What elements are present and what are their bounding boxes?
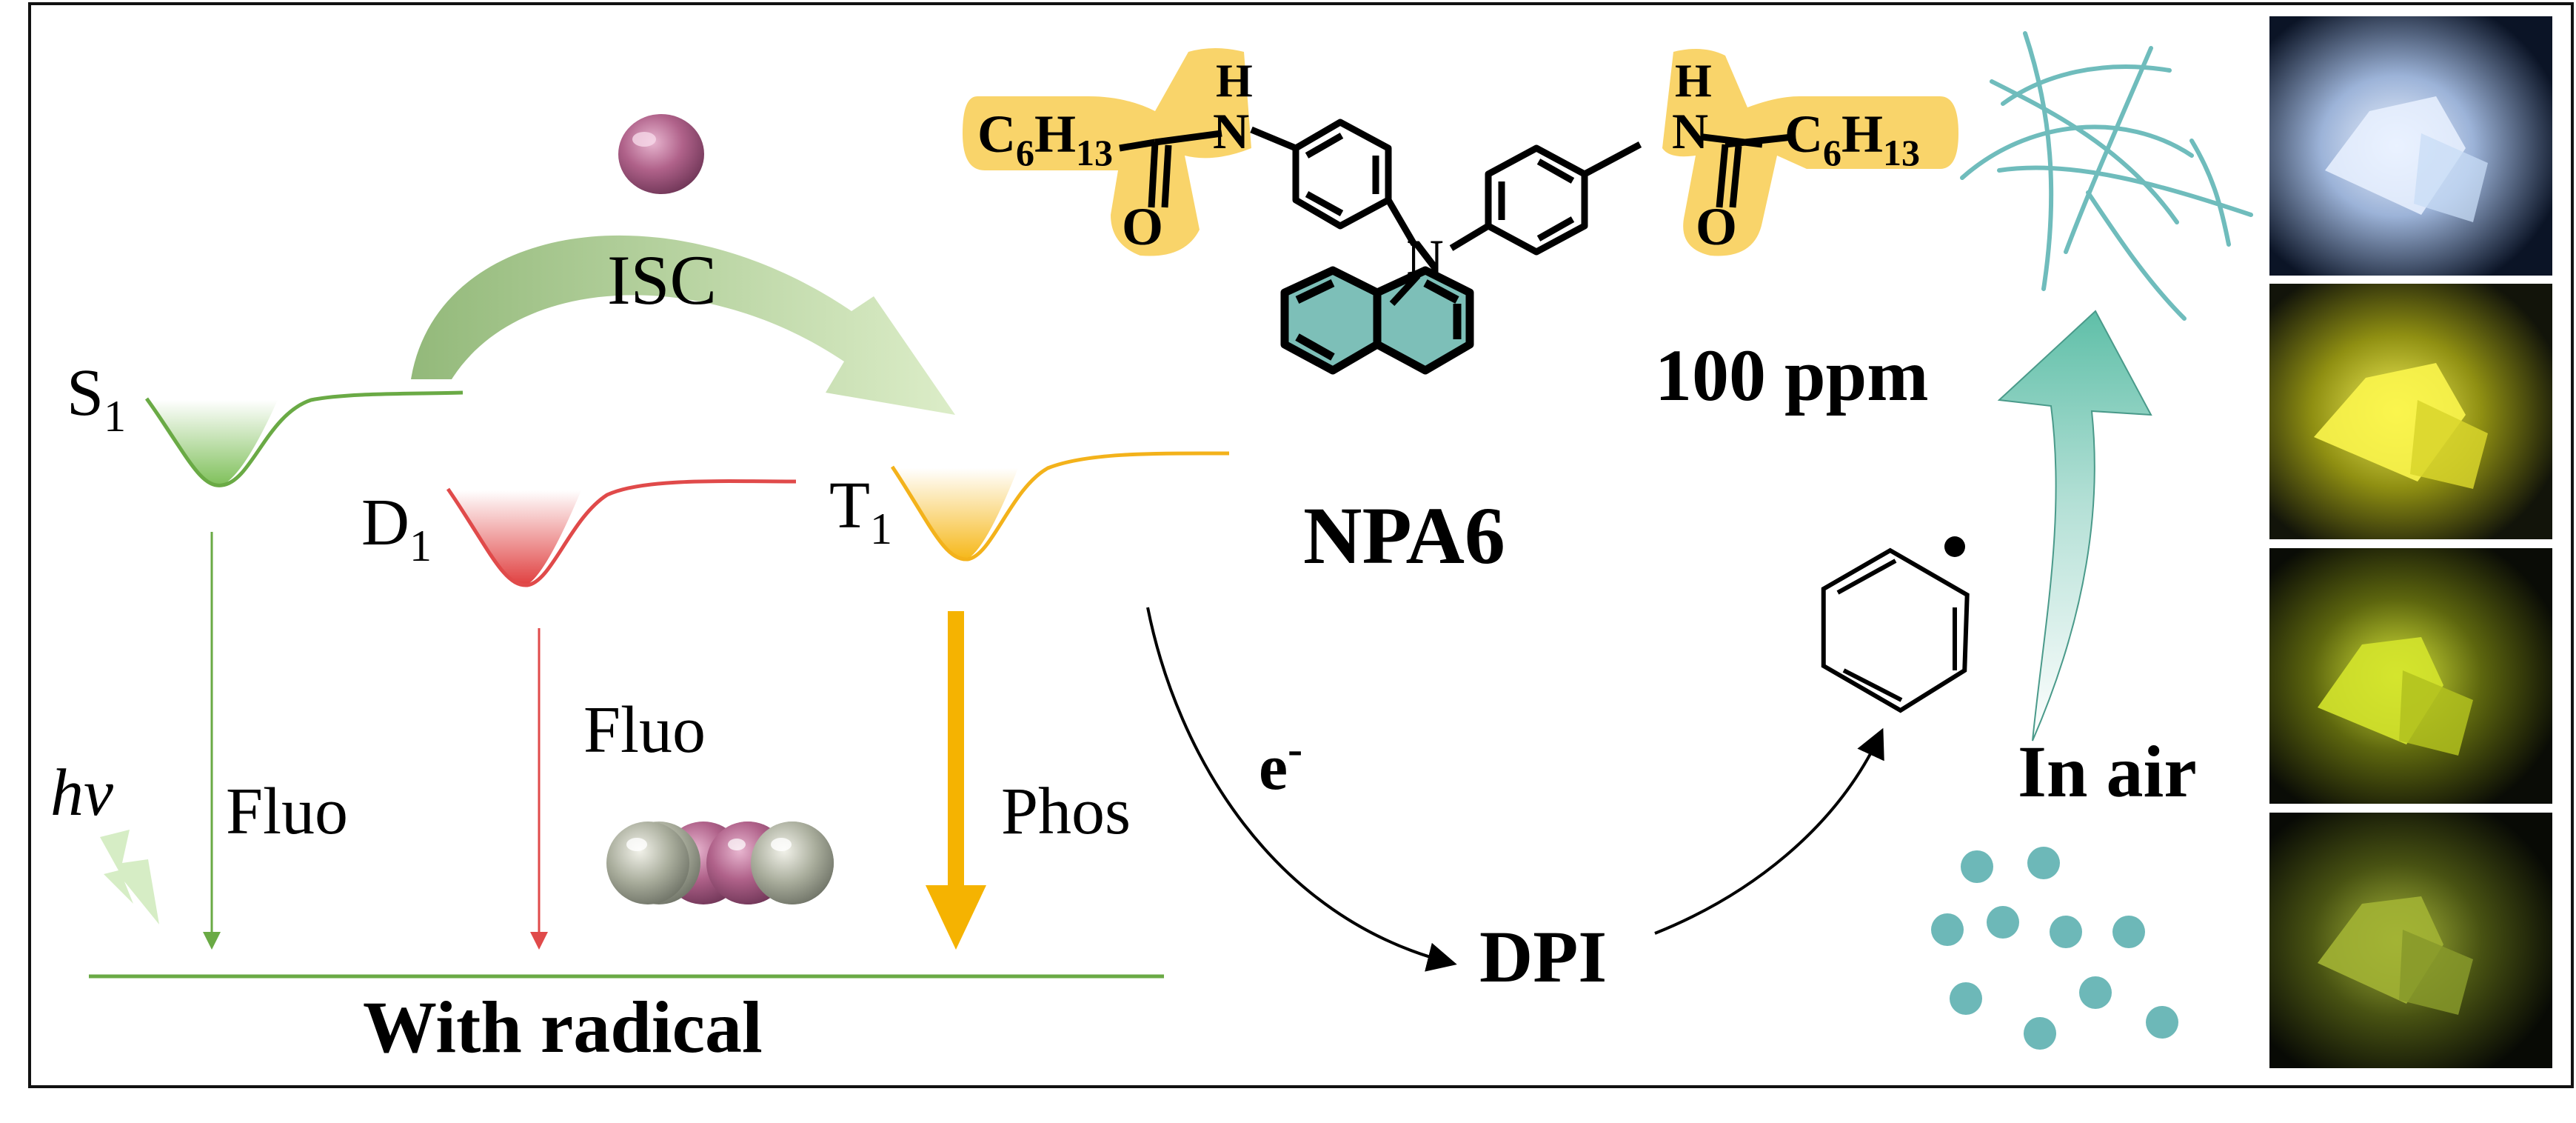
photo-panel-2 — [2269, 284, 2552, 539]
dpi-label: DPI — [1479, 916, 1607, 998]
atom-o-left: O — [1122, 197, 1163, 256]
s1-curve — [144, 390, 464, 487]
t1-curve — [890, 451, 1230, 562]
isc-label: ISC — [607, 241, 717, 319]
hv-label: hv — [50, 756, 113, 830]
t1-label: T1 — [829, 469, 892, 553]
t1-well — [892, 468, 1018, 559]
phos-arrow-shaft — [948, 611, 964, 889]
radical-sphere — [618, 114, 704, 194]
sphere-cluster — [606, 822, 834, 904]
right-chain-highlight — [1662, 49, 1958, 256]
left-chain-highlight — [963, 48, 1251, 256]
polymer-fibers — [1960, 31, 2253, 321]
npa6-structure — [963, 48, 1958, 375]
d1-well — [448, 490, 581, 585]
chain-right: C6H13 — [1784, 104, 1920, 173]
atom-h-right: H — [1675, 54, 1712, 107]
atom-n-center: N — [1407, 229, 1443, 285]
d1-curve — [446, 479, 797, 587]
phos-label: Phos — [1001, 775, 1131, 848]
in-air-arrow — [1997, 310, 2152, 742]
fluo-label-mid: Fluo — [583, 693, 706, 767]
electron-transfer-arrow — [1146, 607, 1457, 972]
electron-label: e- — [1259, 724, 1302, 804]
atom-n-left: N — [1213, 103, 1249, 159]
npa6-atom-labels: H N C6H13 O N H N C6H13 O — [977, 54, 1920, 285]
fluo-label-left: Fluo — [226, 775, 348, 848]
atom-o-right: O — [1696, 197, 1737, 256]
phos-arrow-head — [926, 885, 986, 950]
lightning-icon — [100, 830, 159, 924]
phenyl-radical-icon — [1821, 547, 1970, 713]
photo-panel-3 — [2269, 548, 2552, 804]
photo-panel-4 — [2269, 813, 2552, 1068]
oxygen-dots — [1931, 847, 2178, 1050]
atom-n-right: N — [1672, 103, 1708, 159]
s1-label: S1 — [67, 356, 126, 441]
with-radical-label: With radical — [363, 986, 763, 1068]
d1-label: D1 — [361, 486, 432, 570]
photo-panel-1 — [2269, 16, 2552, 276]
in-air-label: In air — [2018, 730, 2197, 813]
ppm-label: 100 ppm — [1655, 334, 1929, 416]
s1-well — [147, 400, 278, 486]
chain-left: C6H13 — [977, 104, 1113, 173]
npa6-label: NPA6 — [1303, 490, 1505, 581]
radical-dot — [1944, 536, 1965, 557]
dpi-to-radical-arrow — [1654, 727, 1884, 935]
atom-h-left: H — [1216, 54, 1253, 107]
figure-border — [28, 2, 2574, 1088]
isc-arrow — [411, 235, 955, 415]
